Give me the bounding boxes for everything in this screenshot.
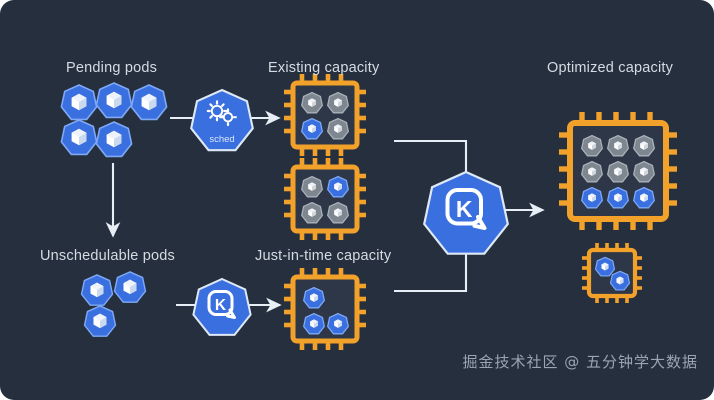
pod-icon[interactable] (327, 175, 349, 198)
pod-icon[interactable] (113, 271, 147, 303)
pending-pods-group (60, 82, 168, 158)
connector-jit-to-karpenter (394, 247, 468, 293)
pod-icon[interactable] (327, 117, 349, 140)
karpenter-k-glyph: K (456, 196, 473, 222)
pod-icon[interactable] (301, 117, 323, 140)
pod-icon[interactable] (60, 119, 98, 156)
pod-icon[interactable] (581, 186, 603, 209)
pod-icon[interactable] (607, 134, 629, 157)
pod-icon[interactable] (301, 175, 323, 198)
pod-icon[interactable] (607, 160, 629, 183)
karpenter-k-glyph: K (215, 297, 227, 314)
pod-icon[interactable] (303, 312, 325, 335)
pod-icon[interactable] (581, 134, 603, 157)
pod-icon[interactable] (633, 134, 655, 157)
pod-icon[interactable] (95, 82, 133, 119)
pod-icon[interactable] (609, 270, 631, 291)
karpenter-icon-main[interactable]: K (423, 170, 509, 255)
kube-scheduler-icon[interactable]: sched (190, 88, 254, 152)
node-chip-optimized-small[interactable] (582, 243, 642, 303)
pod-icon[interactable] (60, 84, 98, 121)
pod-icon[interactable] (594, 256, 616, 277)
pod-icon[interactable] (327, 201, 349, 224)
pod-icon[interactable] (633, 160, 655, 183)
node-chip-optimized-large[interactable] (559, 112, 677, 230)
pod-icon[interactable] (327, 91, 349, 114)
connector-existing-to-karpenter (394, 139, 468, 172)
label-optimized-capacity: Optimized capacity (547, 60, 674, 76)
pod-icon[interactable] (581, 160, 603, 183)
kube-scheduler-caption: sched (209, 134, 234, 145)
watermark: 掘金技术社区 @ 五分钟学大数据 (462, 353, 698, 371)
pod-icon[interactable] (607, 186, 629, 209)
label-just-in-time-capacity: Just-in-time capacity (255, 248, 392, 264)
pod-icon[interactable] (633, 186, 655, 209)
pod-icon[interactable] (80, 274, 114, 306)
label-unschedulable-pods: Unschedulable pods (40, 248, 175, 264)
pod-icon[interactable] (83, 305, 117, 337)
pod-icon[interactable] (95, 121, 133, 158)
pod-icon[interactable] (303, 286, 325, 309)
node-chip-existing-2[interactable] (284, 158, 366, 240)
pod-icon[interactable] (130, 84, 168, 121)
label-pending-pods: Pending pods (66, 60, 158, 76)
pod-icon[interactable] (301, 91, 323, 114)
pod-icon[interactable] (327, 312, 349, 335)
node-chip-existing-1[interactable] (284, 74, 366, 156)
label-existing-capacity: Existing capacity (268, 60, 380, 76)
karpenter-icon-small[interactable]: K (192, 277, 252, 336)
unschedulable-pods-group (80, 271, 147, 337)
node-chip-just-in-time[interactable] (284, 268, 366, 350)
pod-icon[interactable] (301, 201, 323, 224)
